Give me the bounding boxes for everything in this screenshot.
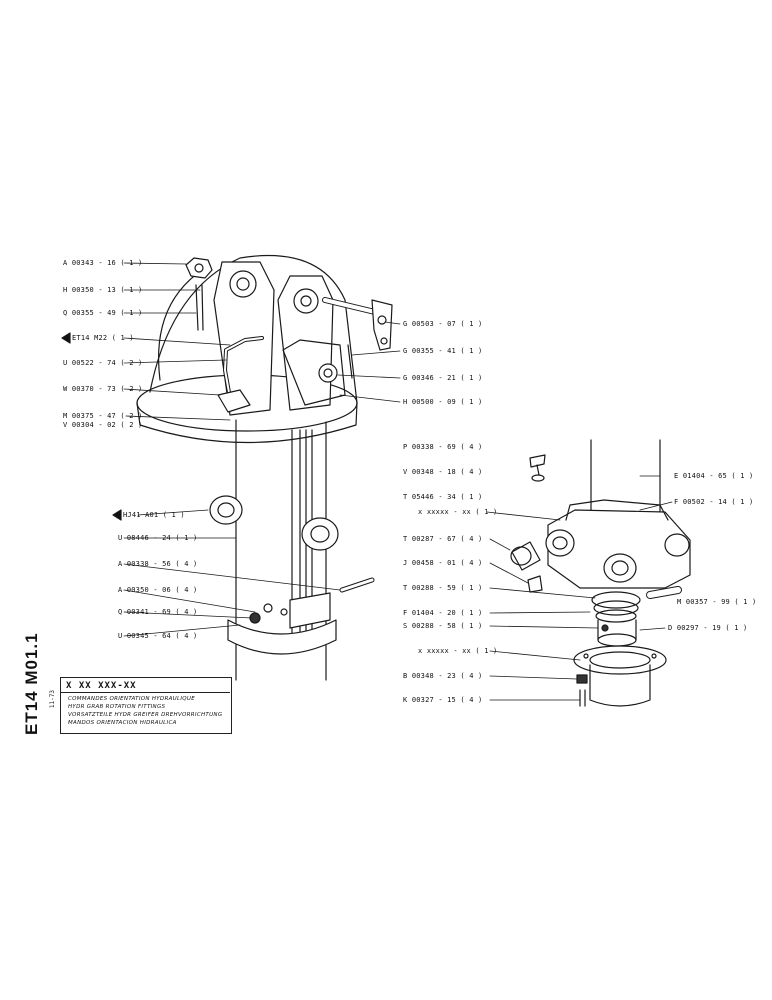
swivel-assembly bbox=[510, 439, 691, 707]
title-block bbox=[60, 677, 232, 734]
label-m00357: M 00357 - 99 ( 1 ) bbox=[677, 598, 757, 606]
label-v00348: V 00348 - 18 ( 4 ) bbox=[403, 468, 483, 476]
label-a00343: A 00343 - 16 ( 1 ) bbox=[63, 259, 143, 267]
label-u08446: U 08446 - 24 ( 1 ) bbox=[118, 534, 198, 542]
label-xxxxxx-2: x xxxxx - xx ( 1 ) bbox=[418, 647, 498, 655]
label-m00375: M 00375 - 47 ( 2 ) bbox=[63, 412, 143, 420]
label-u00522: U 00522 - 74 ( 2 ) bbox=[63, 359, 143, 367]
label-v00304: V 00304 - 02 ( 2 ) bbox=[63, 421, 143, 429]
rotator-head bbox=[136, 254, 393, 681]
pointer-arrow-hj41 bbox=[112, 509, 122, 521]
label-g00503: G 00503 - 07 ( 1 ) bbox=[403, 320, 483, 328]
label-d00297: D 00297 - 19 ( 1 ) bbox=[668, 624, 748, 632]
label-hj41: HJ41 A01 ( 1 ) bbox=[123, 511, 185, 519]
description-en: HYDR GRAB ROTATION FITTINGS bbox=[68, 704, 166, 710]
label-q00355: Q 00355 - 49 ( 1 ) bbox=[63, 309, 143, 317]
label-w00370: W 00370 - 73 ( 2 ) bbox=[63, 385, 143, 393]
label-u00345: U 00345 - 64 ( 4 ) bbox=[118, 632, 198, 640]
label-p00338: P 00338 - 69 ( 4 ) bbox=[403, 443, 483, 451]
description-de: VORSATZTEILE HYDR GREIFER DREHVORRICHTUN… bbox=[68, 712, 223, 718]
label-a00338: A 00338 - 56 ( 4 ) bbox=[118, 560, 198, 568]
label-et14-m22: ET14 M22 ( 1 ) bbox=[72, 334, 134, 342]
label-a00350: A 00350 - 06 ( 4 ) bbox=[118, 586, 198, 594]
label-s00288: S 00288 - 58 ( 1 ) bbox=[403, 622, 483, 630]
label-h00350: H 00350 - 13 ( 1 ) bbox=[63, 286, 143, 294]
label-xxxxxx-1: x xxxxx - xx ( 1 ) bbox=[418, 508, 498, 516]
leader-lines bbox=[123, 262, 673, 701]
label-b00348: B 00348 - 23 ( 4 ) bbox=[403, 672, 483, 680]
description-fr: COMMANDES ORIENTATION HYDRAULIQUE bbox=[68, 696, 195, 702]
label-g00355: G 00355 - 41 ( 1 ) bbox=[403, 347, 483, 355]
label-k00327: K 00327 - 15 ( 4 ) bbox=[403, 696, 483, 704]
label-t05446: T 05446 - 34 ( 1 ) bbox=[403, 493, 483, 501]
sheet-side-code: ET14 M01.1 bbox=[22, 632, 41, 735]
label-t00288: T 00288 - 59 ( 1 ) bbox=[403, 584, 483, 592]
label-t00287: T 00287 - 67 ( 4 ) bbox=[403, 535, 483, 543]
title-divider bbox=[60, 692, 230, 693]
label-f01404: F 01404 - 20 ( 1 ) bbox=[403, 609, 483, 617]
sheet-side-date: 11-73 bbox=[49, 690, 56, 709]
label-q00341: Q 00341 - 69 ( 4 ) bbox=[118, 608, 198, 616]
label-e01404: E 01404 - 65 ( 1 ) bbox=[674, 472, 754, 480]
title-code: X XX XXX-XX bbox=[66, 681, 137, 691]
label-h00500: H 00500 - 09 ( 1 ) bbox=[403, 398, 483, 406]
label-j00458: J 00458 - 01 ( 4 ) bbox=[403, 559, 483, 567]
label-g00346: G 00346 - 21 ( 1 ) bbox=[403, 374, 483, 382]
description-es: MANDOS ORIENTACION HIDRAULICA bbox=[68, 720, 177, 726]
label-f00502: F 00502 - 14 ( 1 ) bbox=[674, 498, 754, 506]
pointer-arrow-et14 bbox=[61, 332, 71, 344]
